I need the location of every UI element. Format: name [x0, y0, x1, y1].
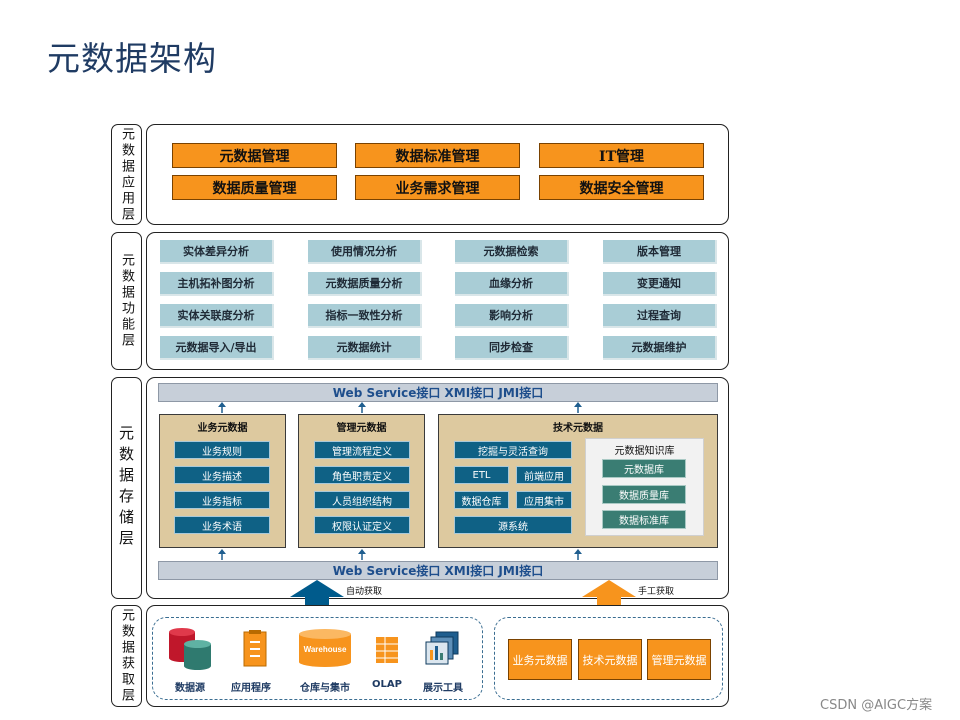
manual-item: 业务元数据 [508, 639, 572, 680]
tech-item: ETL [454, 466, 509, 484]
biz-item: 业务描述 [174, 466, 270, 484]
app-item: 业务需求管理 [355, 175, 520, 200]
func-item: 血缘分析 [455, 272, 569, 296]
up-arrow-icon [218, 549, 226, 560]
mgmt-item: 角色职责定义 [314, 466, 410, 484]
func-item: 指标一致性分析 [308, 304, 422, 328]
auto-acquire-label: 自动获取 [346, 587, 383, 597]
func-item: 元数据检索 [455, 240, 569, 264]
interface-bar-bottom: Web Service接口 XMI接口 JMI接口 [158, 561, 718, 580]
layer-label-app: 元数据应用层 [111, 124, 142, 225]
manual-item: 技术元数据 [578, 639, 642, 680]
biz-item: 业务术语 [174, 516, 270, 534]
up-arrow-icon [358, 549, 366, 560]
manual-acquire-arrow-icon [582, 580, 636, 620]
watermark: CSDN @AIGC方案 [820, 698, 933, 713]
layer-label-acq-text: 元数据获取层 [119, 608, 134, 704]
auto-acquire-arrow-icon [290, 580, 344, 620]
func-item: 实体差异分析 [160, 240, 274, 264]
func-item: 元数据维护 [603, 336, 717, 360]
app-item: IT管理 [539, 143, 704, 168]
layer-label-app-text: 元数据应用层 [119, 126, 134, 223]
kb-item: 数据标准库 [602, 510, 686, 529]
app-item: 元数据管理 [172, 143, 337, 168]
warehouse-icon: Warehouse [299, 629, 351, 667]
up-arrow-icon [574, 549, 582, 560]
tech-item: 前端应用 [516, 466, 572, 484]
mgmt-item: 管理流程定义 [314, 441, 410, 459]
func-item: 同步检查 [455, 336, 569, 360]
func-item: 变更通知 [603, 272, 717, 296]
biz-item: 业务指标 [174, 491, 270, 509]
warehouse-icon-text: Warehouse [304, 645, 347, 654]
layer-label-func: 元数据功能层 [111, 232, 142, 370]
func-item: 主机拓补图分析 [160, 272, 274, 296]
group-title: 管理元数据 [336, 423, 387, 434]
up-arrow-icon [218, 402, 226, 413]
tool-label: 仓库与集市 [300, 683, 350, 694]
up-arrow-icon [358, 402, 366, 413]
app-item: 数据标准管理 [355, 143, 520, 168]
func-item: 元数据质量分析 [308, 272, 422, 296]
func-item: 元数据导入/导出 [160, 336, 274, 360]
tool-label: 展示工具 [423, 683, 463, 694]
tech-item: 源系统 [454, 516, 572, 534]
manual-acquire-label: 手工获取 [638, 587, 675, 597]
app-layer-panel [146, 124, 729, 225]
app-item: 数据质量管理 [172, 175, 337, 200]
tool-label: OLAP [372, 679, 402, 690]
tool-label: 数据源 [175, 683, 205, 694]
manual-sources-group [494, 617, 723, 700]
auto-sources-group [152, 617, 483, 700]
tech-item: 应用集市 [516, 491, 572, 509]
func-item: 元数据统计 [308, 336, 422, 360]
tech-item: 数据仓库 [454, 491, 509, 509]
kb-item: 元数据库 [602, 459, 686, 478]
interface-bar-top: Web Service接口 XMI接口 JMI接口 [158, 383, 718, 402]
layer-label-store-text: 元数据存储层 [117, 425, 135, 551]
layer-label-store: 元数据存储层 [111, 377, 142, 599]
group-title: 业务元数据 [197, 423, 248, 434]
layer-label-acq: 元数据获取层 [111, 605, 142, 707]
page-title: 元数据架构 [47, 39, 217, 78]
layer-label-func-text: 元数据功能层 [119, 253, 134, 349]
mgmt-item: 人员组织结构 [314, 491, 410, 509]
olap-icon [376, 637, 398, 663]
func-item: 使用情况分析 [308, 240, 422, 264]
mgmt-item: 权限认证定义 [314, 516, 410, 534]
database-icon [169, 628, 211, 670]
func-item: 实体关联度分析 [160, 304, 274, 328]
knowledge-base-title: 元数据知识库 [614, 446, 675, 457]
app-item: 数据安全管理 [539, 175, 704, 200]
func-item: 影响分析 [455, 304, 569, 328]
tool-label: 应用程序 [231, 683, 271, 694]
group-title: 技术元数据 [553, 423, 603, 434]
biz-item: 业务规则 [174, 441, 270, 459]
display-tool-icon [425, 631, 459, 665]
manual-item: 管理元数据 [647, 639, 711, 680]
kb-item: 数据质量库 [602, 485, 686, 504]
application-icon [243, 630, 267, 667]
func-item: 版本管理 [603, 240, 717, 264]
tech-item: 挖掘与灵活查询 [454, 441, 572, 459]
func-item: 过程查询 [603, 304, 717, 328]
up-arrow-icon [574, 402, 582, 413]
